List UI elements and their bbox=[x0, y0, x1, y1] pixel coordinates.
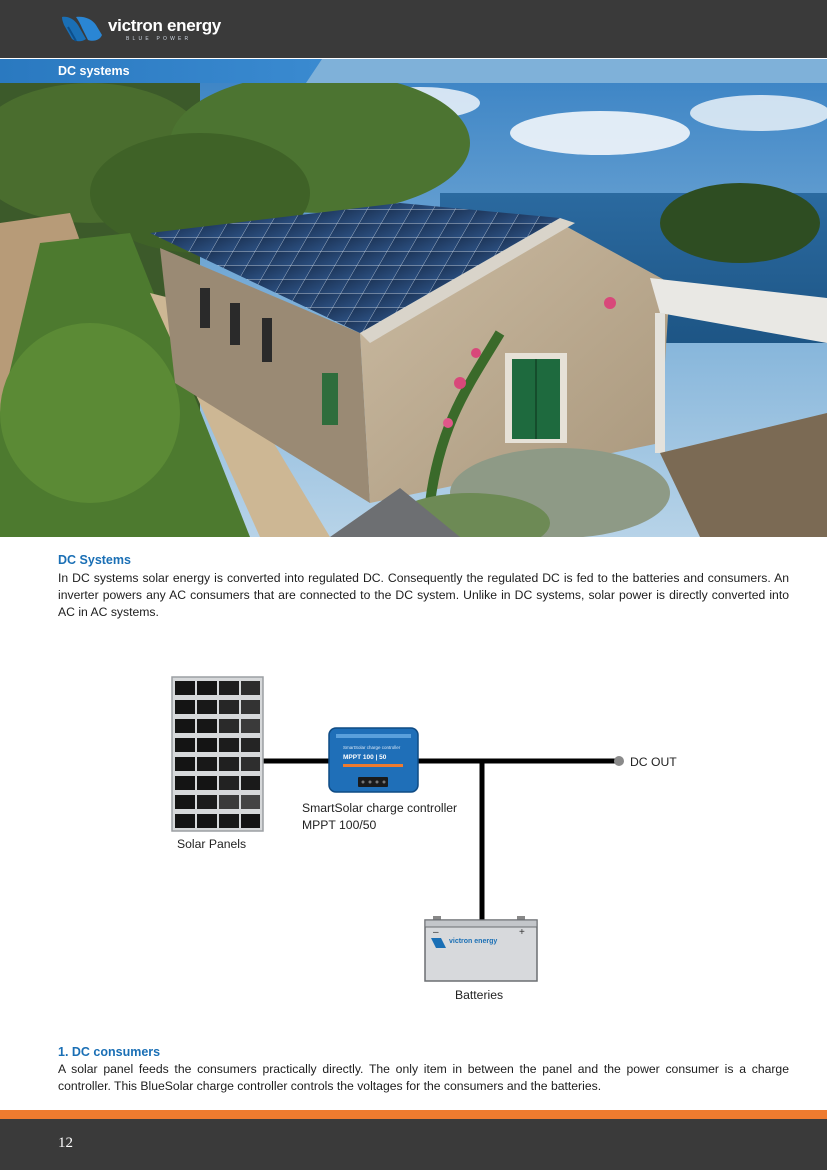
victron-logo-icon bbox=[62, 16, 102, 42]
controller-label-line2: MPPT 100/50 bbox=[302, 818, 377, 832]
charge-controller-icon: SmartSolar charge controller MPPT 100 | … bbox=[328, 727, 419, 793]
battery-plus-sign: + bbox=[519, 927, 525, 938]
battery-brand-text: victron energy bbox=[449, 938, 497, 945]
battery-icon: – + victron energy bbox=[424, 916, 538, 982]
dc-out-terminal-icon bbox=[614, 756, 624, 766]
solar-panels-label: Solar Panels bbox=[177, 837, 247, 851]
solar-house-photo bbox=[0, 83, 827, 537]
brand-name: victron energy bbox=[108, 15, 221, 35]
page-header: victron energy BLUE POWER bbox=[0, 0, 827, 58]
brand-tagline: BLUE POWER bbox=[126, 35, 192, 42]
batteries-label: Batteries bbox=[455, 988, 504, 1002]
section-title: DC systems bbox=[58, 64, 130, 78]
dc-consumers-heading: 1. DC consumers bbox=[58, 1045, 161, 1059]
dc-out-label: DC OUT bbox=[630, 755, 677, 769]
battery-minus-sign: – bbox=[433, 927, 439, 938]
controller-display-text: MPPT 100 | 50 bbox=[343, 754, 387, 761]
page-number: 12 bbox=[58, 1135, 73, 1151]
victron-logo: victron energy BLUE POWER bbox=[58, 12, 221, 46]
svg-text:SmartSolar charge controller: SmartSolar charge controller bbox=[343, 745, 401, 750]
dc-consumers-paragraph: A solar panel feeds the consumers practi… bbox=[58, 1062, 789, 1093]
solar-panel-icon bbox=[171, 676, 264, 832]
diagram-canvas: SmartSolar charge controller MPPT 100 | … bbox=[171, 676, 624, 982]
dc-systems-heading: DC Systems bbox=[58, 553, 131, 567]
page-footer bbox=[0, 1119, 827, 1170]
dc-system-diagram: SmartSolar charge controller MPPT 100 | … bbox=[0, 640, 827, 1020]
dc-systems-paragraph: In DC systems solar energy is converted … bbox=[58, 571, 789, 619]
footer-accent-bar bbox=[0, 1110, 827, 1119]
controller-label-line1: SmartSolar charge controller bbox=[302, 801, 458, 815]
section-band bbox=[0, 59, 827, 83]
